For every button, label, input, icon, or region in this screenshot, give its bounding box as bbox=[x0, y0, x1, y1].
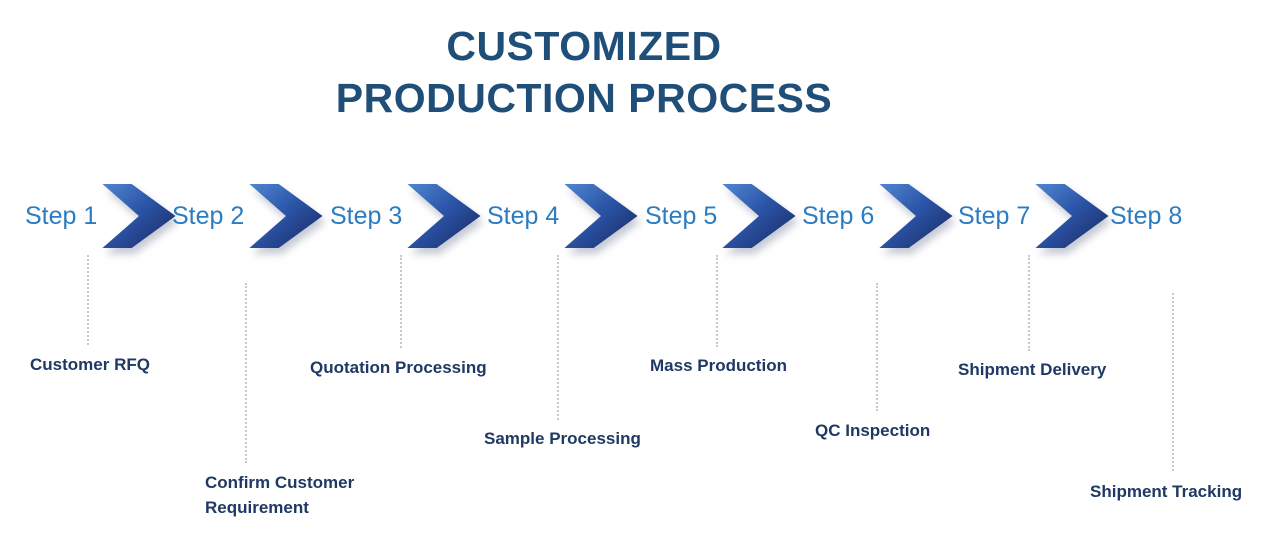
step-description-8: Shipment Tracking bbox=[1090, 482, 1243, 501]
step-description-5: Mass Production bbox=[650, 356, 787, 375]
step-item-1: Step 1 bbox=[25, 182, 177, 250]
step-description-1: Customer RFQ bbox=[30, 355, 150, 374]
step-label-3: Step 3 bbox=[330, 201, 403, 230]
step-item-4: Step 4 bbox=[487, 182, 639, 250]
step-item-5: Step 5 bbox=[645, 182, 797, 250]
chevron-right-icon bbox=[102, 184, 176, 248]
step-label-1: Step 1 bbox=[25, 201, 98, 230]
step-item-3: Step 3 bbox=[330, 182, 482, 250]
step-label-7: Step 7 bbox=[958, 201, 1031, 230]
step-item-8: Step 8 bbox=[1110, 182, 1182, 250]
step-description-6: QC Inspection bbox=[815, 421, 931, 440]
title-line-2: PRODUCTION PROCESS bbox=[335, 75, 833, 121]
connector-line-7 bbox=[1028, 255, 1030, 351]
step-label-5: Step 5 bbox=[645, 201, 718, 230]
chevron-right-icon bbox=[564, 184, 638, 248]
connector-line-5 bbox=[716, 255, 718, 347]
connector-line-1 bbox=[87, 255, 89, 345]
chevron-right-icon bbox=[249, 184, 323, 248]
connector-line-3 bbox=[400, 255, 402, 348]
step-label-6: Step 6 bbox=[802, 201, 875, 230]
step-description-7: Shipment Delivery bbox=[958, 360, 1107, 379]
step-description-3: Quotation Processing bbox=[310, 358, 487, 377]
step-label-4: Step 4 bbox=[487, 201, 560, 230]
title-line-1: CUSTOMIZED bbox=[446, 23, 722, 69]
step-label-2: Step 2 bbox=[172, 201, 245, 230]
connector-line-4 bbox=[557, 255, 559, 420]
chevron-right-icon bbox=[1035, 184, 1109, 248]
step-item-6: Step 6 bbox=[802, 182, 954, 250]
step-description-2: Confirm Customer Requirement bbox=[205, 473, 355, 517]
connector-line-6 bbox=[876, 283, 878, 411]
diagram-title: CUSTOMIZED PRODUCTION PROCESS bbox=[0, 20, 1168, 124]
connector-line-8 bbox=[1172, 293, 1174, 471]
chevron-right-icon bbox=[407, 184, 481, 248]
step-item-2: Step 2 bbox=[172, 182, 324, 250]
step-description-4: Sample Processing bbox=[484, 429, 641, 448]
step-item-7: Step 7 bbox=[958, 182, 1110, 250]
chevron-right-icon bbox=[722, 184, 796, 248]
chevron-right-icon bbox=[879, 184, 953, 248]
step-label-8: Step 8 bbox=[1110, 201, 1183, 230]
connector-line-2 bbox=[245, 283, 247, 463]
